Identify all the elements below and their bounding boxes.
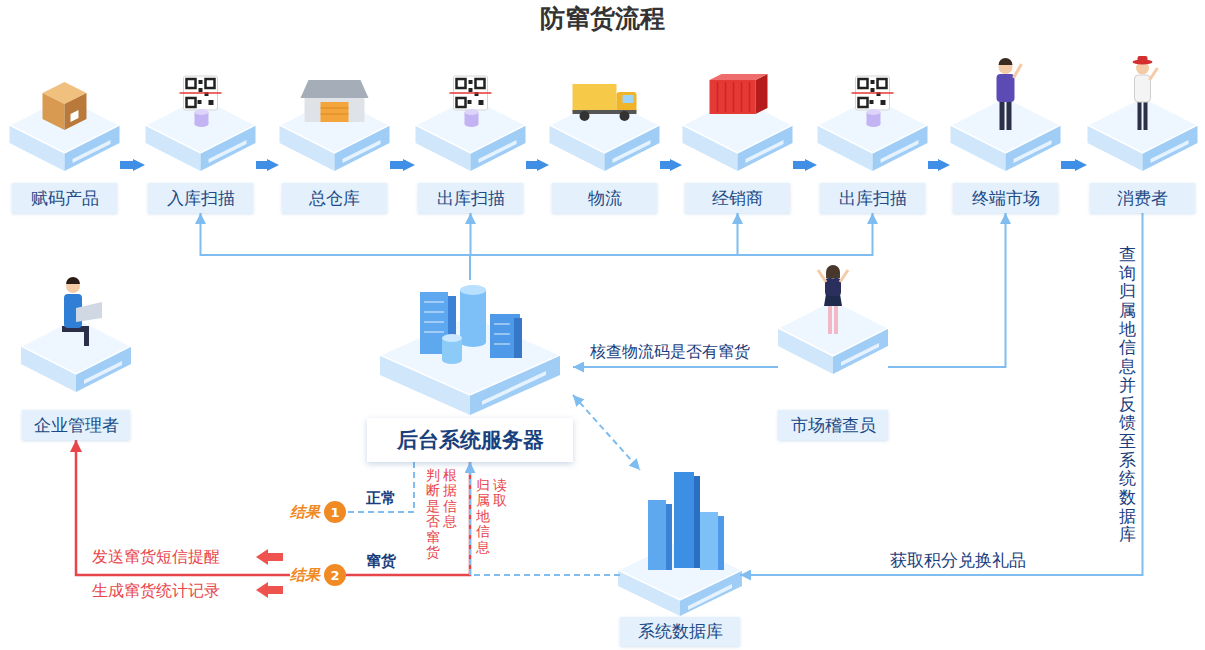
process-step: 终端市场 [953, 70, 1058, 213]
label-box: 总仓库 [282, 183, 387, 213]
note-label: 判断是否窜货 [426, 468, 440, 560]
role-node: 市场稽查员 [778, 262, 888, 440]
connector [573, 395, 640, 470]
node-label: 企业管理者 [34, 414, 119, 437]
role-node: 企业管理者 [22, 275, 130, 440]
edge-layer [76, 165, 1143, 575]
node-label: 市场稽查员 [791, 414, 876, 437]
server-node: 后台系统服务器 [367, 280, 573, 462]
server-icon [420, 285, 522, 364]
label-box: 出库扫描 [418, 183, 523, 213]
label-box: 企业管理者 [22, 410, 130, 440]
node-label: 后台系统服务器 [397, 426, 544, 454]
result-word: 结果 [290, 503, 320, 522]
callout-number: 2 [324, 564, 346, 586]
qr-scanner-icon [180, 76, 222, 127]
process-step: 物流 [552, 70, 657, 213]
qr-scanner-icon [852, 76, 894, 127]
note-label: 发送窜货短信提醒 [92, 547, 220, 568]
flow-arrow [120, 161, 133, 169]
person-icon [1133, 56, 1158, 130]
flow-arrow [928, 161, 938, 169]
node-label: 终端市场 [972, 187, 1040, 210]
chevron-arrow [256, 582, 283, 598]
label-box: 后台系统服务器 [367, 418, 573, 462]
label-box: 经销商 [685, 183, 790, 213]
flow-arrow [390, 161, 403, 169]
process-step: 赋码产品 [12, 70, 117, 213]
result-marker: 结果2 [290, 563, 346, 587]
product-box-icon [43, 82, 87, 130]
qr-scanner-icon [450, 76, 492, 127]
node-label: 经销商 [712, 187, 763, 210]
connector [346, 462, 470, 575]
truck-icon [573, 84, 637, 121]
inspector-icon [818, 265, 848, 334]
node-label: 出库扫描 [839, 187, 907, 210]
process-step: 出库扫描 [820, 70, 925, 213]
node-label: 总仓库 [309, 187, 360, 210]
platform [1088, 97, 1198, 171]
note-label: 生成窜货统计记录 [92, 581, 220, 602]
connector [470, 213, 738, 280]
connector [201, 213, 471, 280]
chevron-arrow [256, 549, 283, 565]
warehouse-icon [301, 80, 369, 122]
node-label: 物流 [588, 187, 622, 210]
label-box: 出库扫描 [820, 183, 925, 213]
node-label: 入库扫描 [167, 187, 235, 210]
edge-label: 正常 [366, 489, 396, 508]
flow-arrow [660, 161, 670, 169]
result-word: 结果 [290, 566, 320, 585]
callout-number: 1 [324, 501, 346, 523]
connector [470, 213, 873, 280]
result-marker: 结果1 [290, 500, 346, 524]
connector [76, 440, 290, 575]
flow-arrow [1061, 161, 1075, 169]
edge-label: 核查物流码是否有窜货 [590, 342, 750, 363]
icons [43, 56, 1158, 570]
edge-label: 窜货 [366, 552, 396, 571]
platform [951, 97, 1061, 171]
label-box: 终端市场 [953, 183, 1058, 213]
note-label: 归属地信息 [476, 478, 490, 555]
diagram-title: 防窜货流程 [0, 2, 1205, 35]
process-step: 消费者 [1090, 70, 1195, 213]
note-label: 读取 [493, 478, 507, 509]
process-step: 总仓库 [282, 70, 387, 213]
flow-arrow [793, 161, 805, 169]
process-step: 经销商 [685, 70, 790, 213]
note-label: 获取积分兑换礼品 [890, 549, 1026, 572]
database-icon [648, 472, 724, 570]
flow-arrow [256, 161, 267, 169]
platform [778, 300, 888, 374]
label-box: 入库扫描 [148, 183, 253, 213]
process-step: 入库扫描 [148, 70, 253, 213]
person-icon [997, 58, 1022, 130]
connector [573, 366, 778, 368]
node-label: 系统数据库 [638, 620, 723, 643]
manager-icon [62, 277, 102, 346]
label-box: 赋码产品 [12, 183, 117, 213]
process-step: 出库扫描 [418, 70, 523, 213]
connector [470, 462, 620, 575]
connector [346, 462, 414, 512]
container-icon [710, 74, 768, 114]
database-node: 系统数据库 [620, 470, 740, 646]
node-label: 出库扫描 [437, 187, 505, 210]
note-label: 根据信息 [443, 468, 457, 530]
label-box: 系统数据库 [620, 617, 740, 646]
node-label: 赋码产品 [31, 187, 99, 210]
label-box: 物流 [552, 183, 657, 213]
label-box: 市场稽查员 [778, 410, 888, 440]
connector [740, 213, 1143, 575]
red-chevrons [256, 549, 283, 598]
edge-label: 查询归属地信息并反馈至系统数据库 [1119, 245, 1136, 544]
connector [888, 213, 1006, 367]
label-box: 消费者 [1090, 183, 1195, 213]
platforms [10, 97, 1198, 616]
flow-arrow [526, 161, 537, 169]
node-label: 消费者 [1117, 187, 1168, 210]
